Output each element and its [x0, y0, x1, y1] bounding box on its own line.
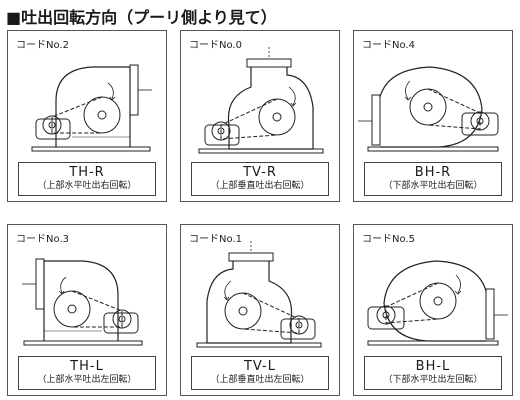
- type-description: （上部垂直吐出右回転）: [210, 181, 310, 191]
- fan-vertical-top-outlet-left-icon: [185, 241, 335, 359]
- type-description: （上部水平吐出右回転）: [37, 181, 137, 191]
- type-description: （上部垂直吐出左回転）: [210, 375, 310, 385]
- panel-code-4: コードNo.4 BH-R （下部水平吐出右回転）: [353, 30, 513, 202]
- fan-horizontal-bottom-outlet-left-icon: [358, 241, 508, 359]
- caption-box: TH-L （上部水平吐出左回転）: [18, 356, 156, 390]
- caption-box: BH-R （下部水平吐出右回転）: [364, 162, 502, 196]
- type-code: TV-R: [243, 165, 277, 180]
- type-code: BH-R: [414, 165, 452, 180]
- code-label: コードNo.0: [189, 40, 242, 51]
- type-code: BH-L: [415, 359, 451, 374]
- code-label: コードNo.5: [362, 234, 415, 245]
- panel-code-1: コードNo.1 TV-L （上部垂直吐出左回転）: [180, 224, 340, 396]
- type-code: TH-L: [70, 359, 104, 374]
- type-code: TV-L: [243, 359, 276, 374]
- caption-box: TV-R （上部垂直吐出右回転）: [191, 162, 329, 196]
- code-label: コードNo.2: [16, 40, 69, 51]
- panel-code-0: コードNo.0 TV-R （上部垂直吐出右回転）: [180, 30, 340, 202]
- rotation-direction-grid: コードNo.2 TH-R （上部水平吐出右回転） コードNo.0 TV-R （上…: [7, 30, 513, 396]
- fan-horizontal-bottom-outlet-right-icon: [358, 47, 508, 165]
- fan-vertical-top-outlet-right-icon: [185, 47, 335, 165]
- code-label: コードNo.4: [362, 40, 415, 51]
- panel-code-5: コードNo.5 BH-L （下部水平吐出左回転）: [353, 224, 513, 396]
- fan-horizontal-top-outlet-right-icon: [12, 47, 162, 165]
- type-description: （上部水平吐出左回転）: [37, 375, 137, 385]
- type-code: TH-R: [69, 165, 105, 180]
- type-description: （下部水平吐出右回転）: [383, 181, 483, 191]
- code-label: コードNo.3: [16, 234, 69, 245]
- caption-box: TV-L （上部垂直吐出左回転）: [191, 356, 329, 390]
- panel-code-2: コードNo.2 TH-R （上部水平吐出右回転）: [7, 30, 167, 202]
- type-description: （下部水平吐出左回転）: [383, 375, 483, 385]
- panel-code-3: コードNo.3 TH-L （上部水平吐出左回転）: [7, 224, 167, 396]
- caption-box: TH-R （上部水平吐出右回転）: [18, 162, 156, 196]
- page-title: ■吐出回転方向（プーリ側より見て）: [6, 8, 277, 27]
- fan-horizontal-top-outlet-left-icon: [12, 241, 162, 359]
- code-label: コードNo.1: [189, 234, 242, 245]
- caption-box: BH-L （下部水平吐出左回転）: [364, 356, 502, 390]
